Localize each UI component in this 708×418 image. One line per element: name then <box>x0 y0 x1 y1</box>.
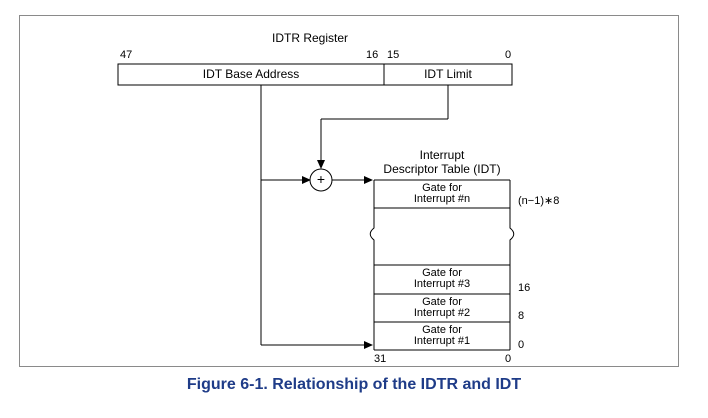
gate-label-line1: Gate for <box>422 324 462 336</box>
figure-frame <box>19 15 679 367</box>
offset-label-n: (n−1)∗8 <box>518 195 560 207</box>
figure-caption: Figure 6-1. Relationship of the IDTR and… <box>186 376 522 393</box>
bit-0-label: 0 <box>505 49 512 61</box>
offset-label-0: 0 <box>518 339 525 351</box>
idt-title-line1: Interrupt <box>419 148 465 162</box>
gate-label-line1: Gate for <box>422 267 462 279</box>
gate-label-line2: Interrupt #2 <box>413 307 471 319</box>
idt-bit-0-label: 0 <box>505 353 512 365</box>
gate-label-line2: Interrupt #1 <box>413 335 471 347</box>
idt-title-line2: Descriptor Table (IDT) <box>383 162 501 176</box>
idt-bit-31-label: 31 <box>374 353 387 365</box>
idt-limit-field: IDT Limit <box>424 67 472 81</box>
idt-left-border <box>369 180 375 350</box>
idt-gate-interrupt-3: Gate for Interrupt #3 <box>374 268 510 290</box>
idt-gate-interrupt-2: Gate for Interrupt #2 <box>374 297 510 319</box>
offset-label-16: 16 <box>518 282 531 294</box>
offset-label-8: 8 <box>518 310 525 322</box>
gate-label-line1: Gate for <box>422 182 462 194</box>
idt-gate-interrupt-1: Gate for Interrupt #1 <box>374 325 510 347</box>
gate-label-line2: Interrupt #3 <box>413 278 471 290</box>
gate-label-line1: Gate for <box>422 296 462 308</box>
idt-base-address-field: IDT Base Address <box>202 67 300 81</box>
adder-plus-symbol: + <box>316 171 326 187</box>
idtr-register-title: IDTR Register <box>272 31 349 45</box>
bit-16-label: 16 <box>366 49 379 61</box>
idt-gate-interrupt-n: Gate for Interrupt #n <box>374 183 510 205</box>
idtr-register-box <box>117 63 513 86</box>
bit-47-label: 47 <box>120 49 133 61</box>
bit-15-label: 15 <box>387 49 400 61</box>
gate-label-line2: Interrupt #n <box>413 193 471 205</box>
idt-right-border <box>509 180 515 350</box>
